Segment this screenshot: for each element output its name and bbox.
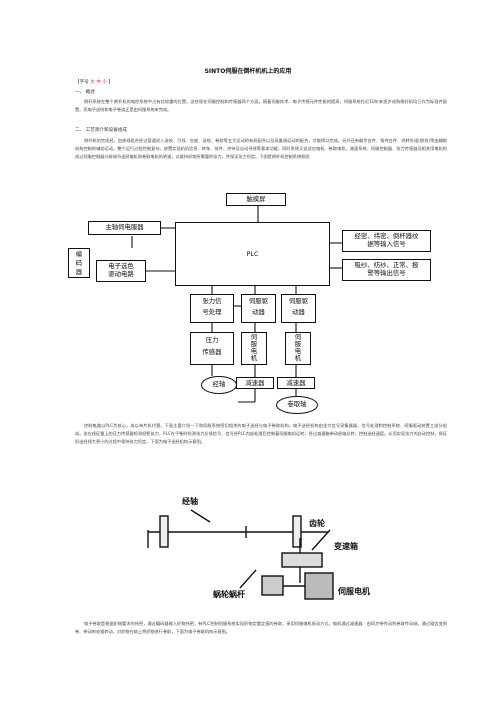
servo-motor-2-box: 伺 服 电 机 xyxy=(285,332,311,365)
servo-drive-1-box: 伺服驱 动器 xyxy=(241,294,276,323)
font-size-small-link[interactable]: 小 xyxy=(102,80,108,85)
warp-beam-ellipse: 经轴 xyxy=(201,376,237,394)
font-size-large-link[interactable]: 大 xyxy=(90,80,95,85)
servo-motor-label: 伺服电机 xyxy=(338,587,370,596)
pressure-sensor-box: 压力 传感器 xyxy=(190,332,234,365)
touch-screen-box: 触摸屏 xyxy=(226,193,286,206)
encoder-box: 编 码 器 xyxy=(68,248,90,278)
tension-signal-box: 张力信 号处理 xyxy=(190,294,234,323)
servo-motor-1-box: 伺 服 电 机 xyxy=(241,332,267,365)
font-size-prefix: 【字号 xyxy=(75,80,89,85)
process-paragraph: 倒杆机的完成经，由放线组合经过管道进入送绞、引线、台座、送绞、卷取等五大运动的有… xyxy=(75,138,447,160)
section-heading-process: 二、 工艺简介和设备组成 xyxy=(75,128,127,133)
section-heading-overview: 一、 概述 xyxy=(75,90,95,95)
take-up-paragraph: 电子卷取是根据织物要求的纬密，通过编码器输入织物纬密，有PLC控制伺服系统实现织… xyxy=(75,621,447,635)
worm-wheel-label: 蜗轮蜗杆 xyxy=(213,590,245,599)
input-signals-box: 经密、纬密、倒杆器纹 据等输入信号 xyxy=(342,230,431,252)
page-title: SINTO伺服在倒杆机机上的应用 xyxy=(204,68,292,75)
gearbox-label: 变速箱 xyxy=(334,542,358,551)
warp-axis-label: 经轴 xyxy=(182,497,198,506)
reducer-2-box: 减速器 xyxy=(277,377,315,389)
font-size-suffix: 】 xyxy=(108,80,114,85)
worm-gear-label: 齿轮 xyxy=(309,519,325,528)
output-signals-box: 吸纱、纺纱、正常、报 警等输出信号 xyxy=(342,259,431,281)
overview-paragraph: 倒杆系统在整个倒杆机的电控系统中占有比较重的位置。这些现在伺服控制和传感器两个方… xyxy=(75,99,447,113)
servo-drive-2-box: 伺服驱 动器 xyxy=(281,294,316,323)
control-paragraph: 控制电路以PLC为核心，成以单片机代替。下面主要介绍一下和伺服系统密切相关的电子… xyxy=(75,423,447,445)
take-up-roll-ellipse: 卷取轴 xyxy=(276,396,318,414)
font-size-medium-link[interactable]: 中 xyxy=(96,80,101,85)
reducer-1-box: 减速器 xyxy=(236,377,274,389)
font-size-selector: 【字号 大 中 小 】 xyxy=(75,79,113,85)
main-motor-box: 主轴伺电服器 xyxy=(88,221,161,235)
electronic-color-control-box: 电子选色 驱动电路 xyxy=(96,260,146,282)
plc-box: PLC xyxy=(175,222,330,286)
